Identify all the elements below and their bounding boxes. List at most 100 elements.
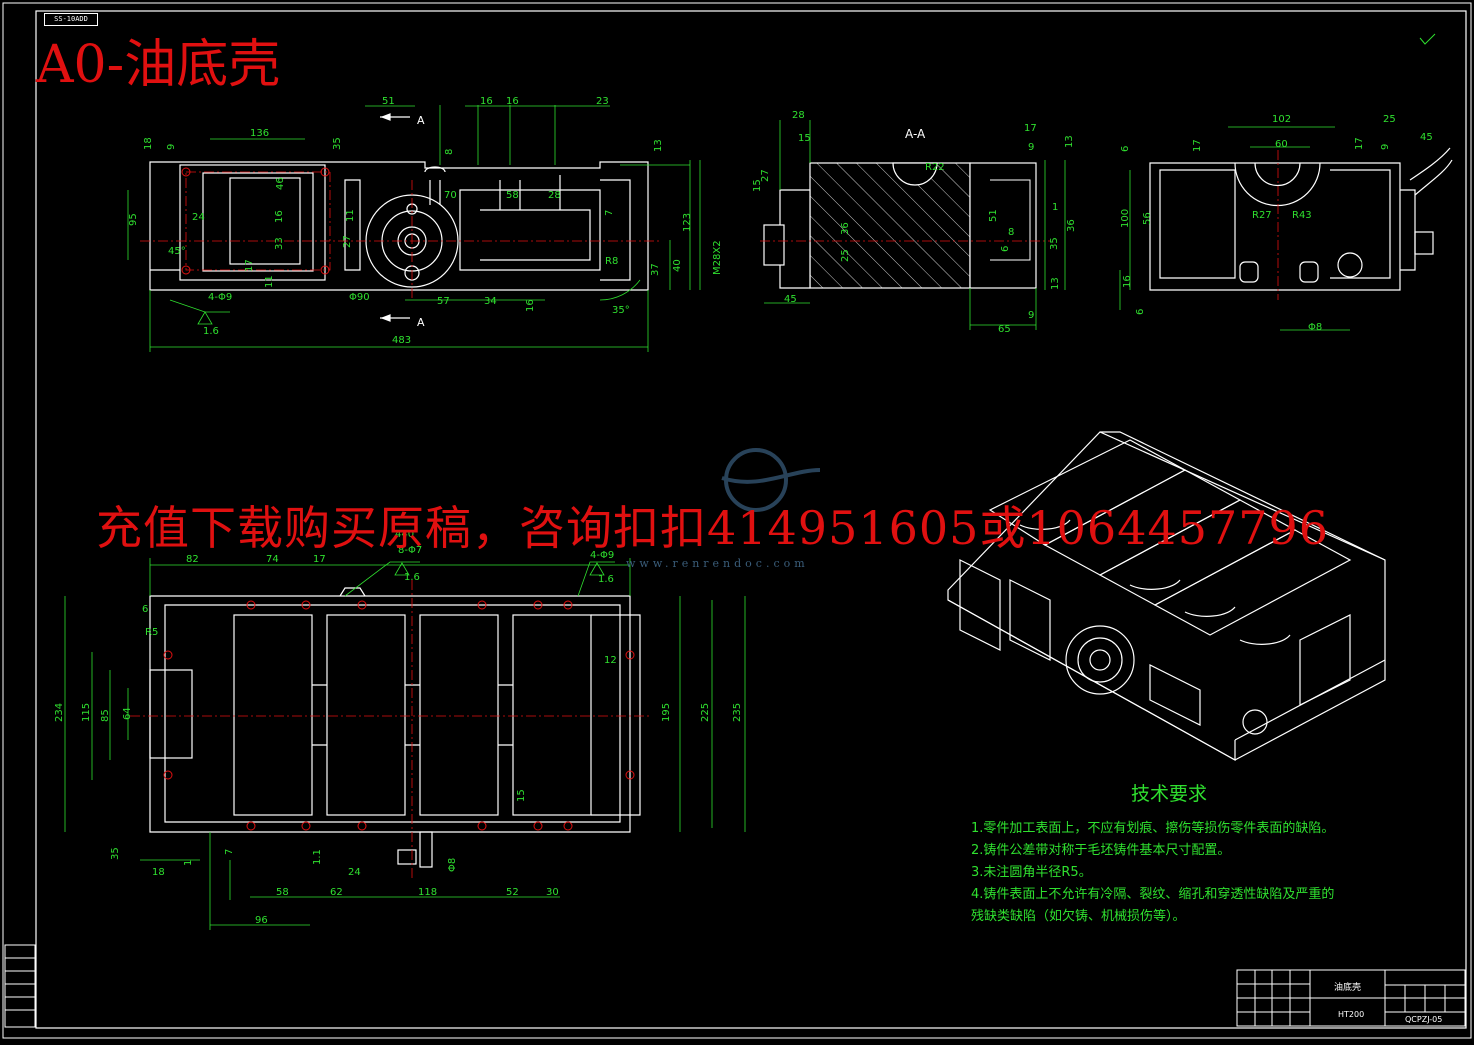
dimension-label: 13 bbox=[1064, 135, 1075, 148]
dimension-label: Φ8 bbox=[1308, 322, 1322, 333]
dimension-label: 27 bbox=[342, 235, 353, 248]
dimension-label: 45 bbox=[784, 294, 797, 305]
dimension-label: 1 bbox=[1052, 202, 1058, 213]
dimension-label: R8 bbox=[605, 256, 618, 267]
dimension-label: 11 bbox=[264, 275, 275, 288]
dimension-label: 9 bbox=[1380, 144, 1391, 150]
dimension-label: 4-Φ9 bbox=[208, 292, 232, 303]
dimension-label: 35° bbox=[612, 305, 630, 316]
tech-requirement-item: 2.铸件公差带对称于毛坯铸件基本尺寸配置。 bbox=[971, 843, 1231, 858]
dimension-label: 33 bbox=[274, 237, 285, 250]
dimension-label: 4-Φ9 bbox=[590, 550, 614, 561]
dimension-label: 483 bbox=[392, 335, 411, 346]
dimension-label: 16 bbox=[1122, 275, 1133, 288]
dimension-label: 16 bbox=[480, 96, 493, 107]
bolt-hole-icon bbox=[163, 650, 173, 660]
dimension-label: 82 bbox=[186, 554, 199, 565]
dimension-label: 35 bbox=[110, 847, 121, 860]
dimension-label: 100 bbox=[1120, 209, 1131, 228]
watermark-logo-icon bbox=[721, 448, 821, 512]
dimension-label: 28 bbox=[792, 110, 805, 121]
tech-requirement-item: 1.零件加工表面上，不应有划痕、擦伤等损伤零件表面的缺陷。 bbox=[971, 821, 1335, 836]
dimension-label: 6 bbox=[1000, 246, 1011, 252]
dimension-label: 60 bbox=[1275, 139, 1288, 150]
front-view-centerlines bbox=[140, 171, 660, 300]
dimension-label: 18 bbox=[152, 867, 165, 878]
dimension-label: 52 bbox=[506, 887, 519, 898]
dimension-label: 36 bbox=[1066, 219, 1077, 232]
dimension-label: 95 bbox=[128, 213, 139, 226]
isometric-view bbox=[947, 431, 1386, 762]
dimension-label: 1 bbox=[183, 860, 194, 866]
plan-dimension-lines bbox=[64, 558, 746, 930]
dimension-label: 64 bbox=[122, 707, 133, 720]
dimension-label: 6 bbox=[142, 604, 148, 615]
dimension-label: 51 bbox=[988, 209, 999, 222]
dimension-label: 25 bbox=[1383, 114, 1396, 125]
side-view bbox=[1149, 147, 1453, 291]
bolt-hole-icon bbox=[563, 821, 573, 831]
section-title: A-A bbox=[905, 127, 926, 141]
dimension-label: 16 bbox=[525, 299, 536, 312]
dimension-label: 13 bbox=[1050, 277, 1061, 290]
dimension-label: 13 bbox=[653, 139, 664, 152]
bolt-hole-icon bbox=[357, 600, 367, 610]
dimension-label: 45 bbox=[1420, 132, 1433, 143]
dimension-label: 16 bbox=[274, 210, 285, 223]
dimension-label: 57 bbox=[437, 296, 450, 307]
dimension-label: 58 bbox=[506, 190, 519, 201]
dimension-label: R27 bbox=[1252, 210, 1272, 221]
dimension-label: 35 bbox=[332, 137, 343, 150]
dimension-label: 35 bbox=[1049, 237, 1060, 250]
bolt-hole-icon bbox=[301, 821, 311, 831]
section-label-a-bottom: A bbox=[417, 316, 425, 329]
left-side-stamp-table bbox=[4, 944, 36, 1028]
section-dimension-lines bbox=[764, 120, 1066, 330]
dimension-label: 9 bbox=[166, 144, 177, 150]
front-view bbox=[149, 161, 649, 291]
dimension-label: 136 bbox=[250, 128, 269, 139]
dimension-label: 62 bbox=[330, 887, 343, 898]
dimension-label: 15 bbox=[798, 133, 811, 144]
side-dimension-lines bbox=[1119, 126, 1350, 331]
dimension-label: 36 bbox=[840, 222, 851, 235]
dimension-label: 85 bbox=[100, 709, 111, 722]
dimension-label: 6 bbox=[1135, 309, 1146, 315]
dimension-label: 195 bbox=[661, 703, 672, 722]
drawing-title: A0-油底壳 bbox=[36, 35, 281, 95]
dimension-label: 9 bbox=[1028, 310, 1034, 321]
dimension-label: 8 bbox=[444, 149, 455, 155]
dimension-label: Φ90 bbox=[349, 292, 370, 303]
dimension-label: 115 bbox=[81, 703, 92, 722]
dimension-label: 1.6 bbox=[598, 574, 614, 585]
dimension-label: 234 bbox=[54, 703, 65, 722]
bolt-hole-icon bbox=[246, 600, 256, 610]
dimension-label: 30 bbox=[546, 887, 559, 898]
bolt-hole-icon bbox=[301, 600, 311, 610]
front-dimension-lines bbox=[127, 105, 701, 352]
dimension-label: 28 bbox=[548, 190, 561, 201]
tech-requirement-item: 3.未注圆角半径R5。 bbox=[971, 865, 1092, 880]
dimension-label: M28X2 bbox=[712, 240, 723, 275]
dimension-label: 102 bbox=[1272, 114, 1291, 125]
dimension-label: 225 bbox=[700, 703, 711, 722]
dimension-label: 25 bbox=[840, 249, 851, 262]
dimension-label: 58 bbox=[276, 887, 289, 898]
plan-bolt-holes bbox=[163, 600, 635, 831]
dimension-label: 27 bbox=[760, 169, 771, 182]
dimension-label: 15 bbox=[516, 789, 527, 802]
dimension-label: 440 bbox=[395, 529, 414, 540]
dimension-label: 1.6 bbox=[404, 572, 420, 583]
dimension-label: 1.6 bbox=[203, 326, 219, 337]
dimension-label: 45° bbox=[168, 246, 186, 257]
dimension-label: 7 bbox=[604, 210, 615, 216]
plan-centerlines bbox=[130, 580, 650, 880]
dimension-label: 8-Φ7 bbox=[398, 545, 422, 556]
dimension-label: 8 bbox=[1008, 227, 1014, 238]
section-cut-arrows bbox=[380, 113, 410, 322]
dimension-label: 6 bbox=[1120, 146, 1131, 152]
